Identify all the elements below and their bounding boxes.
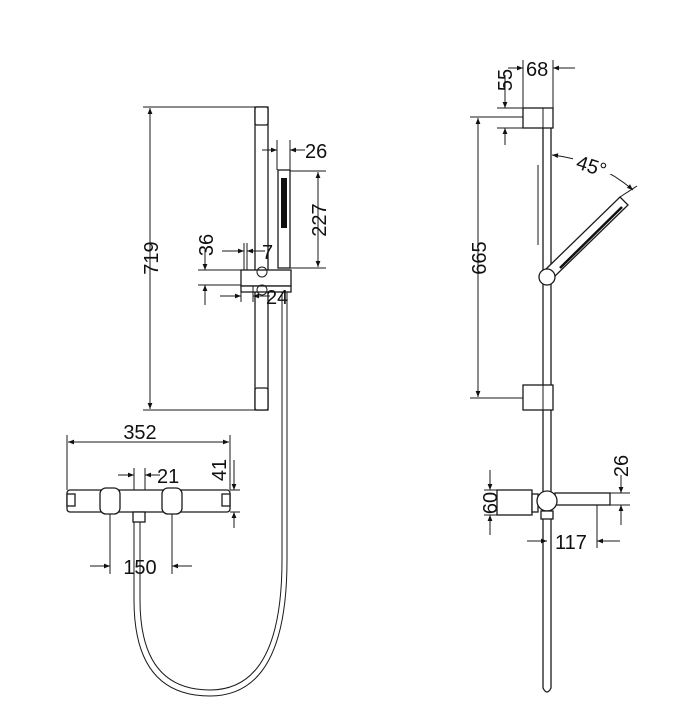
dim-inlet-spacing: 150: [123, 557, 156, 579]
front-view: 719 26 227 36 7 24 352: [66, 106, 331, 697]
side-view: 68 55 665 45° 26 60 117: [469, 59, 638, 693]
dim-mixer-body-height: 60: [480, 492, 502, 514]
dim-rail-height: 719: [141, 241, 163, 274]
angled-handshower: [544, 196, 629, 279]
slider-pivot: [538, 268, 556, 286]
dim-bracket-spacing: 665: [469, 241, 491, 274]
side-mixer: [496, 489, 611, 520]
bottom-wall-bracket: [522, 384, 554, 411]
dim-outlet-width: 21: [157, 466, 179, 488]
dim-mixer-height: 41: [209, 459, 231, 481]
dim-bracket-height: 55: [495, 69, 517, 91]
dim-bracket-width: 24: [266, 287, 288, 309]
dim-handshower-offset: 26: [305, 141, 327, 163]
dim-bracket-depth: 68: [526, 59, 548, 81]
dim-mixer-width: 352: [123, 422, 156, 444]
top-wall-bracket: [522, 107, 554, 129]
handshower: [277, 169, 291, 269]
slider-bracket: [240, 266, 292, 296]
dim-mixer-projection: 117: [555, 532, 587, 554]
dim-mixer-arm-height: 26: [611, 455, 633, 477]
dim-bracket-height: 36: [196, 234, 218, 256]
thermostatic-mixer: [66, 487, 231, 523]
hose: [139, 292, 283, 691]
dim-handshower-length: 227: [309, 203, 331, 236]
dim-bracket-offset: 7: [262, 242, 273, 264]
